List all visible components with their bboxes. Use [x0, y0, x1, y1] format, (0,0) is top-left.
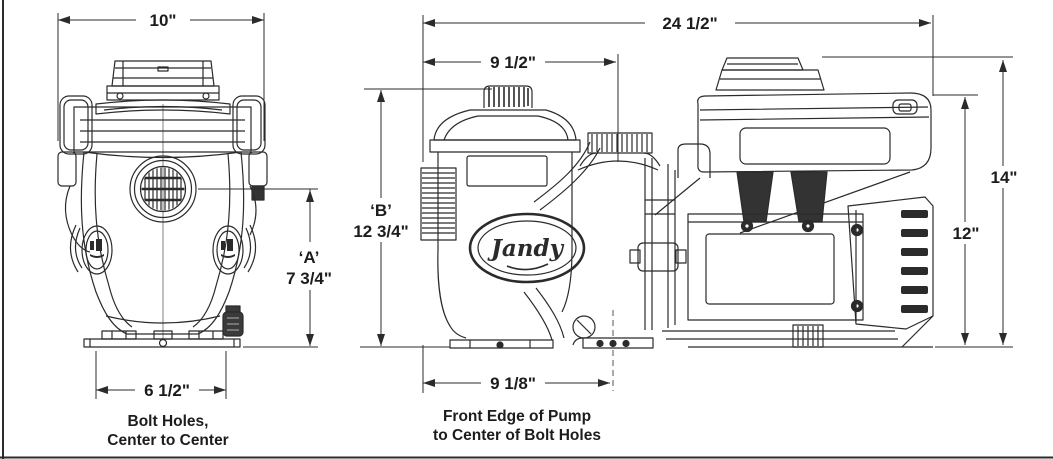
side-overall-height-dim: 14": [991, 168, 1018, 187]
front-controller: [106, 60, 220, 101]
side-inlet-union: [420, 167, 457, 241]
side-drive-height-dim: 12": [953, 224, 980, 243]
side-caption-line2: to Center of Bolt Holes: [433, 427, 601, 444]
side-front-to-discharge-dim: 9 1/2": [490, 53, 536, 72]
front-left-handle: [69, 224, 83, 273]
side-lid-knob: [483, 85, 533, 108]
dimension-labels: 10" ‘A’ 7 3/4" 6 1/2" Bolt Holes, Center…: [107, 11, 1017, 449]
side-view-drawing: Jandy: [420, 57, 934, 349]
jandy-mini-logo: [221, 239, 235, 258]
front-bolt-spacing-dim: 6 1/2": [144, 381, 190, 400]
front-port: [129, 155, 197, 223]
side-drain-plug: [572, 315, 596, 339]
motor-foot: [792, 324, 824, 348]
side-controller: [715, 57, 825, 91]
side-front-to-bolts-dim: 9 1/8": [490, 374, 536, 393]
front-height-dim-label: ‘A’: [299, 248, 320, 267]
front-right-handle: [243, 224, 257, 273]
side-overall-length-dim: 24 1/2": [662, 14, 717, 33]
side-height-dim-value: 12 3/4": [353, 222, 408, 241]
side-caption-line1: Front Edge of Pump: [443, 408, 591, 425]
side-motor: [662, 196, 934, 348]
jandy-logo-text: Jandy: [487, 235, 565, 262]
side-backplate: [629, 143, 711, 330]
front-body-top: [57, 95, 268, 253]
side-arm-tubes: [523, 141, 601, 341]
front-right-pod: [212, 225, 244, 275]
motor-fins: [901, 210, 928, 313]
side-pump-feet: [449, 337, 654, 349]
front-width-dim: 10": [150, 11, 177, 30]
front-bell-body: [80, 151, 245, 335]
front-view-drawing: [57, 60, 268, 348]
side-drive-housing: [654, 92, 932, 234]
label-masks: [135, 10, 1024, 400]
jandy-mini-logo: [90, 239, 104, 258]
front-height-dim-value: 7 3/4": [286, 269, 332, 288]
motor-bolts: [740, 219, 864, 313]
dimension-arrows: [58, 16, 1007, 394]
side-strainer-pot: [429, 109, 581, 339]
jandy-logo-badge: Jandy: [468, 212, 586, 284]
front-left-pod: [81, 225, 113, 275]
front-caption-line2: Center to Center: [107, 432, 228, 449]
front-base: [83, 330, 241, 348]
front-caption-line1: Bolt Holes,: [128, 413, 209, 430]
front-drain-plug: [222, 305, 244, 337]
dimension-lines: [57, 13, 1013, 399]
side-height-dim-label: ‘B’: [370, 201, 392, 220]
